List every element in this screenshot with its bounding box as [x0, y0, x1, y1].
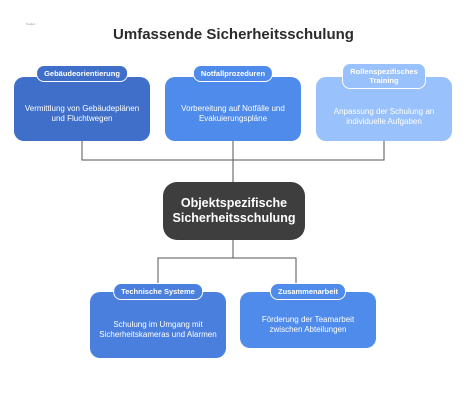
connector-bottom [157, 257, 297, 285]
center-label: Objektspezifische Sicherheitsschulung [172, 196, 296, 225]
node-gebaeudeorientierung: Vermittlung von Gebäudeplänen und Flucht… [14, 77, 150, 141]
logo: Napkin [26, 22, 40, 27]
node-title-text: Rollenspezifisches Training [350, 67, 418, 85]
node-description: Förderung der Teamarbeit zwischen Abteil… [261, 315, 355, 334]
node-description: Vorbereitung auf Notfälle und Evakuierun… [181, 104, 285, 123]
logo-text: Napkin [26, 22, 36, 26]
diagram-title: Umfassende Sicherheitsschulung [113, 26, 354, 43]
node-description: Schulung im Umgang mit Sicherheitskamera… [99, 320, 217, 339]
node-title: Gebäudeorientierung [36, 65, 128, 82]
node-title: Technische Systeme [113, 283, 203, 300]
node-description: Vermittlung von Gebäudeplänen und Flucht… [24, 104, 140, 123]
node-rollenspezifisches-training: Anpassung der Schulung an individuelle A… [316, 77, 452, 141]
center-node: Objektspezifische Sicherheitsschulung [163, 182, 305, 240]
node-description: Anpassung der Schulung an individuelle A… [333, 107, 435, 126]
node-title: Notfallprozeduren [192, 65, 274, 82]
node-notfallprozeduren: Vorbereitung auf Notfälle und Evakuierun… [165, 77, 301, 141]
node-zusammenarbeit: Förderung der Teamarbeit zwischen Abteil… [240, 292, 376, 348]
node-title: Rollenspezifisches Training [342, 63, 426, 89]
node-technische-systeme: Schulung im Umgang mit Sicherheitskamera… [90, 292, 226, 358]
node-title: Zusammenarbeit [269, 283, 347, 300]
